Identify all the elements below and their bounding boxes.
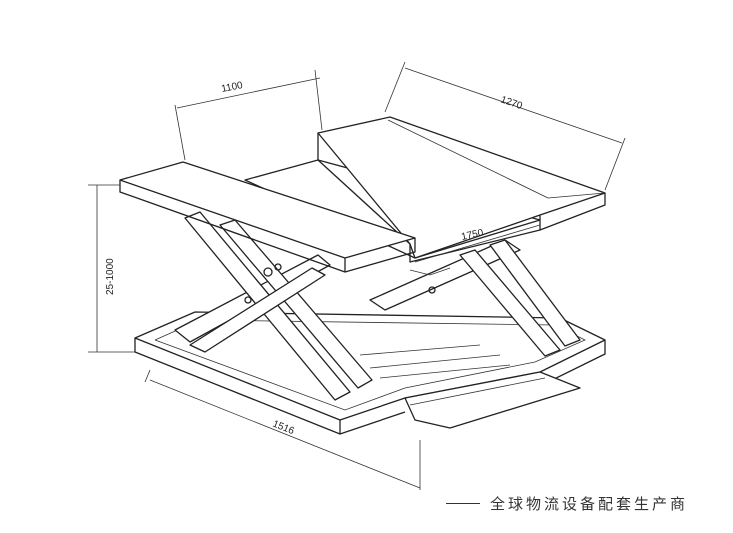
caption-dash: [446, 503, 480, 504]
ramp: [404, 371, 581, 429]
right-scissor: [369, 239, 581, 357]
right-platform: [317, 116, 606, 276]
dim-1100: 1100: [220, 80, 244, 95]
dim-25-1000: 25-1000: [105, 258, 116, 295]
left-scissor: [174, 211, 373, 401]
left-platform: [119, 161, 416, 273]
dimension-lines: [88, 61, 626, 490]
dim-1516: 1516: [271, 419, 296, 438]
caption: 全球物流设备配套生产商: [446, 493, 688, 514]
dim-1270: 1270: [499, 94, 524, 112]
caption-text: 全球物流设备配套生产商: [490, 495, 689, 513]
dim-1750: 1750: [460, 227, 484, 242]
